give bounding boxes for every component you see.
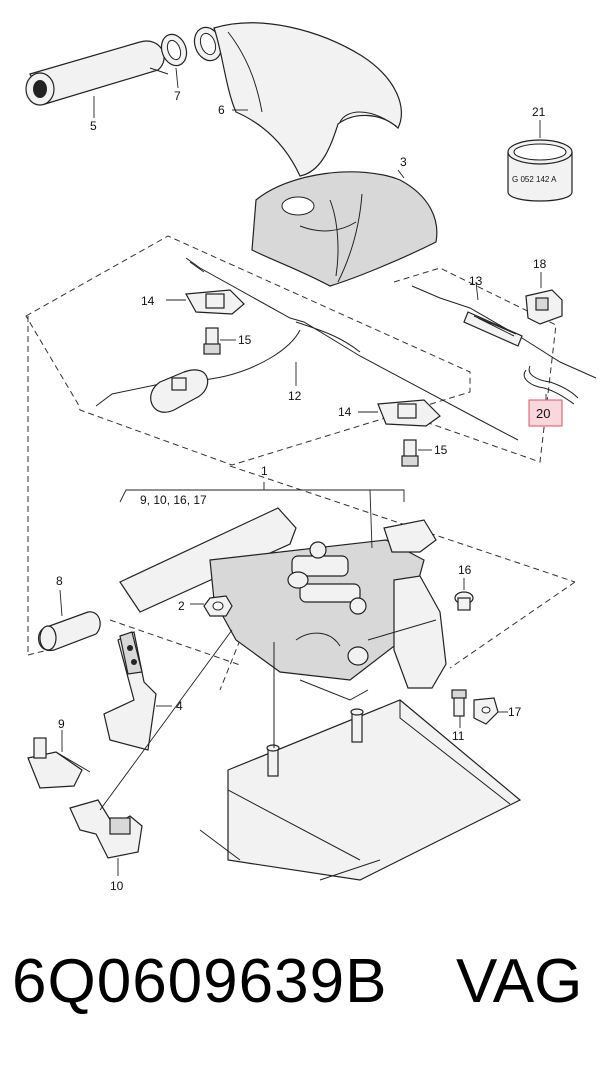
part-15-bolt-lower [401, 439, 432, 467]
callout-13: 13 [469, 274, 483, 288]
callout-16: 16 [458, 563, 472, 577]
part-11-bolt [451, 689, 467, 728]
part-1-lever-housing [119, 482, 447, 689]
part-15-bolt-upper [203, 327, 236, 355]
callout-5: 5 [90, 119, 97, 133]
part-12-cable [95, 257, 519, 441]
part-3-cover [251, 169, 438, 287]
part-13-cable [411, 281, 597, 379]
callout-20: 20 [536, 406, 550, 421]
brand-name: VAG [456, 947, 583, 1016]
callout-7: 7 [174, 89, 181, 103]
callout-18: 18 [533, 257, 547, 271]
part-17-clamp [473, 697, 508, 725]
cable-group-right-frame [393, 267, 557, 463]
part-21-can-label: G 052 142 A [512, 175, 557, 184]
part-10-bracket [69, 629, 233, 876]
callout-17: 17 [508, 705, 522, 719]
callout-14-lower: 14 [338, 405, 352, 419]
part-14-bracket-upper [166, 289, 245, 315]
part-8-bulb [37, 589, 101, 652]
callout-14-upper: 14 [141, 294, 155, 308]
part-6-boot [213, 22, 402, 177]
part-2-nut [190, 595, 233, 617]
part-4-lever [103, 631, 172, 751]
callout-2: 2 [178, 599, 185, 613]
callout-9: 9 [58, 717, 65, 731]
callout-12: 12 [288, 389, 302, 403]
part-9-pin [27, 730, 91, 789]
callout-4: 4 [176, 699, 183, 713]
callout-15-lower: 15 [434, 443, 448, 457]
callout-6: 6 [218, 103, 225, 117]
part-21-grease-can: G 052 142 A [507, 120, 573, 202]
callout-15-upper: 15 [238, 333, 252, 347]
part-number: 6Q0609639B [12, 947, 388, 1016]
callout-10: 10 [110, 879, 124, 893]
callout-21: 21 [532, 105, 546, 119]
base-plate [199, 642, 522, 881]
callout-8: 8 [56, 574, 63, 588]
cable-group-frame [25, 235, 471, 466]
part-5-grip [25, 40, 169, 118]
part-14-bracket-lower [358, 399, 441, 427]
diagram-svg: G 052 142 A [25, 22, 597, 893]
callout-1: 1 [261, 464, 268, 478]
knob-group-frame [109, 619, 241, 691]
callout-11: 11 [452, 729, 465, 743]
part-16-stud [454, 578, 474, 611]
part-18-clip [525, 272, 563, 325]
part-20-spring-clip [523, 365, 579, 405]
callout-20-highlight [528, 399, 563, 427]
callout-1-sub: 9, 10, 16, 17 [140, 493, 207, 507]
part-7-rings [160, 26, 223, 89]
callout-3: 3 [400, 155, 407, 169]
